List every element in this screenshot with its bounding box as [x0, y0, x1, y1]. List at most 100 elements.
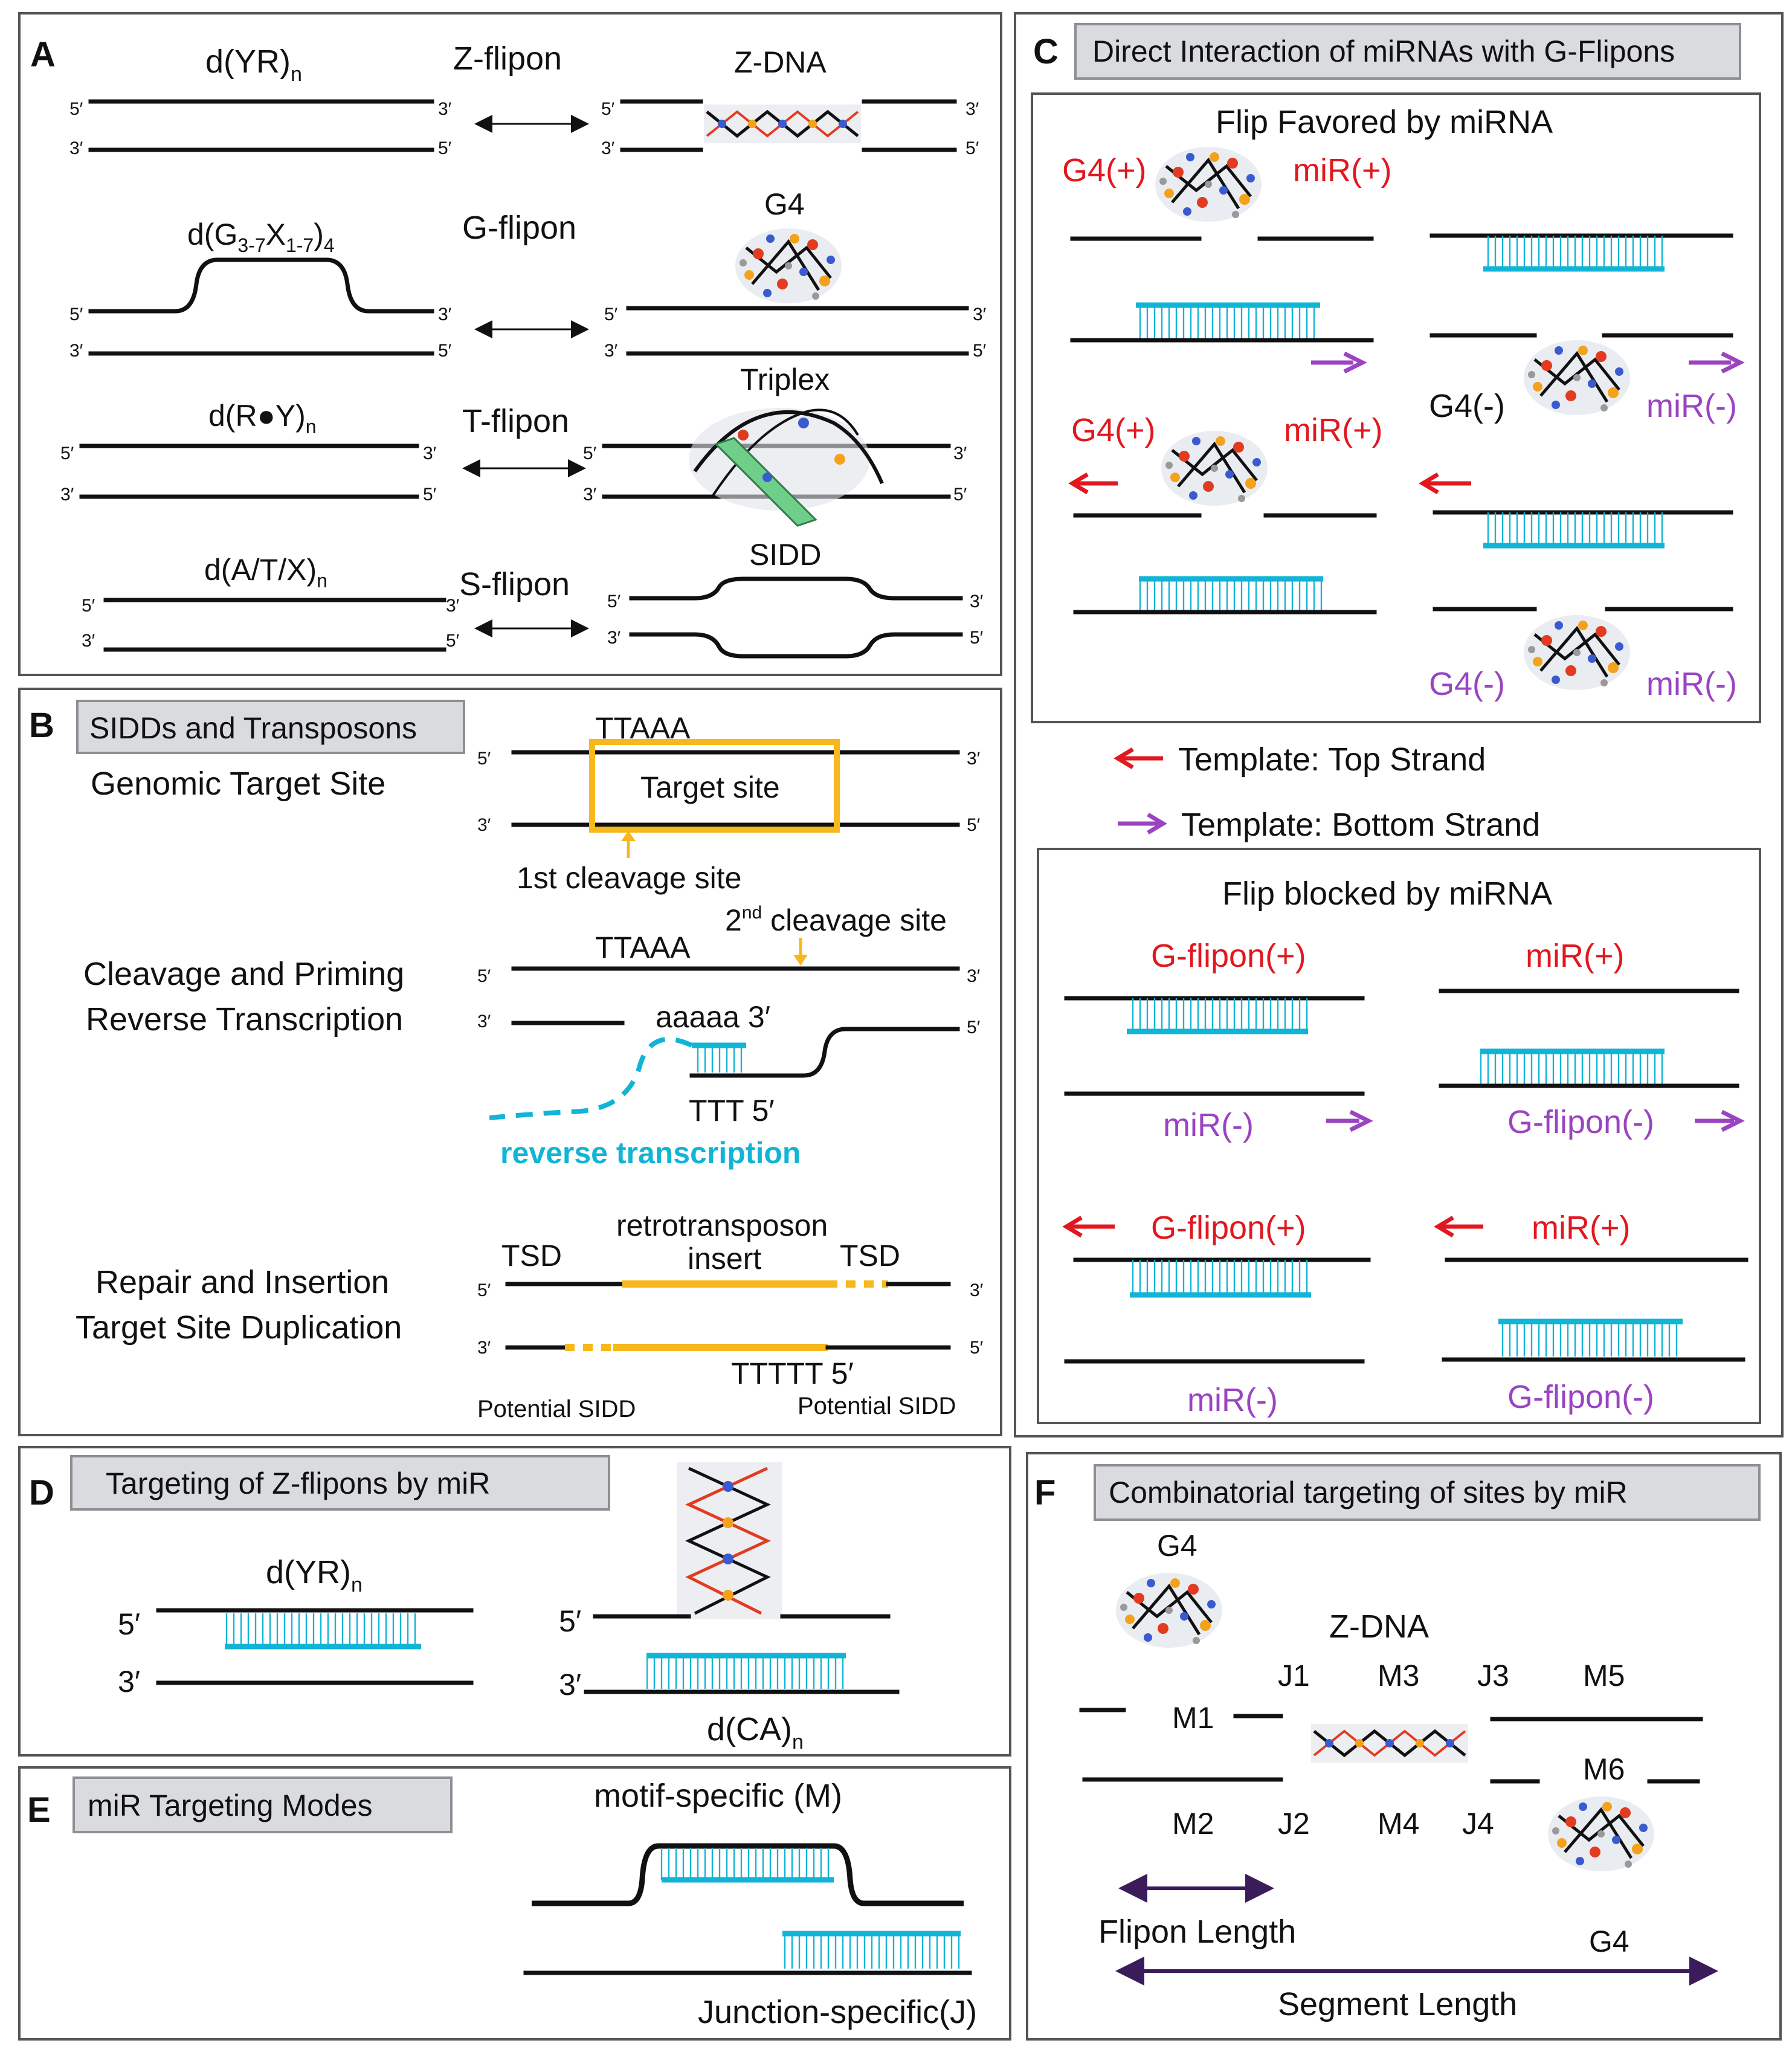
svg-text:3′: 3′ [423, 444, 437, 463]
svg-text:5′: 5′ [477, 1280, 491, 1300]
svg-text:Target site: Target site [640, 770, 780, 804]
blocked-box [1037, 848, 1761, 1424]
svg-text:M3: M3 [1378, 1659, 1419, 1692]
svg-text:miR(+): miR(+) [1284, 412, 1382, 448]
flipon-name: S-flipon [459, 566, 570, 602]
structure-name: SIDD [749, 538, 821, 572]
svg-text:3′: 3′ [438, 99, 452, 119]
row-s: d(A/T/X)n 5′ 3′ 3′ 5′ S-flipon SIDD 5′ 3… [82, 538, 984, 659]
svg-text:G-flipon(-): G-flipon(-) [1507, 1104, 1654, 1140]
row-g: d(G3-7X1-7)4 5′ 3′ 3′ 5′ G-flipon G4 5′ … [69, 187, 987, 361]
structure-name: Z-DNA [734, 45, 827, 79]
panel-title: Direct Interaction of miRNAs with G-Flip… [1092, 34, 1675, 68]
svg-text:5′: 5′ [965, 138, 979, 158]
svg-text:3′: 3′ [604, 341, 618, 361]
svg-text:Potential SIDD: Potential SIDD [798, 1393, 956, 1419]
svg-text:5′: 5′ [967, 815, 981, 835]
svg-text:d(YR)n: d(YR)n [266, 1554, 363, 1596]
svg-text:G-flipon(+): G-flipon(+) [1151, 938, 1306, 974]
svg-text:5′: 5′ [69, 99, 83, 119]
motif-label: d(A/T/X)n [204, 553, 327, 592]
target-site-box [589, 739, 840, 833]
step-label: Repair and Insertion [95, 1264, 389, 1300]
panel-c: C Direct Interaction of miRNAs with G-Fl… [1014, 12, 1784, 1438]
panel-e: E miR Targeting Modes motif-specific (M)… [18, 1766, 1011, 2041]
svg-text:M1: M1 [1172, 1701, 1214, 1735]
svg-text:miR(-): miR(-) [1646, 666, 1737, 702]
svg-text:Template: Bottom Strand: Template: Bottom Strand [1181, 807, 1540, 843]
svg-text:3′: 3′ [69, 138, 83, 158]
svg-text:M4: M4 [1378, 1807, 1419, 1841]
svg-text:J3: J3 [1477, 1659, 1509, 1692]
svg-text:3′: 3′ [607, 628, 621, 648]
panel-title: miR Targeting Modes [88, 1789, 373, 1822]
svg-text:miR(-): miR(-) [1646, 388, 1737, 424]
svg-text:5′: 5′ [559, 1604, 581, 1638]
svg-text:5′: 5′ [970, 628, 984, 648]
svg-text:3′: 3′ [82, 631, 95, 651]
svg-text:Template: Top Strand: Template: Top Strand [1178, 741, 1486, 778]
panel-f: F Combinatorial targeting of sites by mi… [1026, 1452, 1782, 2041]
svg-text:G4(-): G4(-) [1429, 388, 1505, 424]
svg-text:miR(-): miR(-) [1187, 1382, 1278, 1418]
flipon-name: G-flipon [462, 210, 576, 246]
motif-label: d(R●Y)n [208, 399, 317, 437]
svg-text:3′: 3′ [446, 596, 460, 616]
svg-text:retrotransposon: retrotransposon [616, 1208, 828, 1242]
svg-text:miR(+): miR(+) [1293, 152, 1391, 189]
svg-text:5′: 5′ [69, 305, 83, 324]
svg-text:miR(-): miR(-) [1163, 1107, 1254, 1143]
svg-text:5′: 5′ [967, 1018, 981, 1037]
svg-text:5′: 5′ [477, 966, 491, 986]
panel-letter: C [1033, 32, 1059, 71]
svg-text:3′: 3′ [965, 99, 979, 119]
svg-text:G-flipon(-): G-flipon(-) [1507, 1379, 1654, 1415]
svg-text:5′: 5′ [118, 1607, 140, 1641]
motif-label: d(YR)n [205, 44, 302, 86]
svg-text:TTT 5′: TTT 5′ [689, 1094, 775, 1128]
legend: Template: Top Strand Template: Bottom St… [1114, 741, 1540, 843]
svg-text:3′: 3′ [69, 341, 83, 361]
step-label: Genomic Target Site [91, 766, 385, 802]
svg-text:J4: J4 [1462, 1807, 1494, 1841]
panel-letter: B [29, 706, 54, 745]
svg-text:M2: M2 [1172, 1807, 1214, 1841]
svg-text:G4: G4 [1157, 1529, 1197, 1563]
svg-text:TTTTT 5′: TTTTT 5′ [731, 1357, 854, 1390]
flipon-name: T-flipon [462, 403, 569, 439]
panel-title: Combinatorial targeting of sites by miR [1109, 1476, 1628, 1509]
svg-text:5′: 5′ [60, 444, 74, 463]
svg-text:3′: 3′ [60, 485, 74, 505]
row-z: d(YR)n 5′ 3′ 3′ 5′ Z-flipon Z-DNA 5′ 3′ … [69, 40, 979, 158]
svg-text:3′: 3′ [967, 966, 981, 986]
svg-text:Junction-specific(J): Junction-specific(J) [698, 1994, 977, 2030]
step-label: Target Site Duplication [76, 1309, 402, 1346]
svg-text:5′: 5′ [601, 99, 615, 119]
panel-letter: E [27, 1790, 51, 1830]
motif-label: d(G3-7X1-7)4 [187, 218, 335, 256]
structure-name: Triplex [740, 363, 830, 396]
panel-title: Targeting of Z-flipons by miR [106, 1467, 490, 1500]
svg-text:3′: 3′ [973, 305, 987, 324]
svg-text:G4: G4 [1589, 1925, 1629, 1958]
svg-text:Flip blocked by miRNA: Flip blocked by miRNA [1222, 876, 1552, 912]
svg-text:3′: 3′ [438, 305, 452, 324]
svg-text:J1: J1 [1278, 1659, 1310, 1692]
svg-text:motif-specific (M): motif-specific (M) [594, 1778, 842, 1814]
svg-text:G4(-): G4(-) [1429, 666, 1505, 702]
svg-text:3′: 3′ [477, 1012, 491, 1031]
svg-text:3′: 3′ [953, 444, 967, 463]
svg-text:miR(+): miR(+) [1532, 1210, 1630, 1246]
svg-text:5′: 5′ [607, 592, 621, 611]
svg-text:G-flipon(+): G-flipon(+) [1151, 1210, 1306, 1246]
svg-text:miR(+): miR(+) [1526, 938, 1624, 974]
svg-text:Flipon Length: Flipon Length [1098, 1914, 1296, 1950]
svg-text:TTAAA: TTAAA [595, 931, 691, 964]
svg-text:5′: 5′ [953, 485, 967, 505]
svg-text:TSD: TSD [840, 1239, 900, 1273]
svg-text:3′: 3′ [601, 138, 615, 158]
step-label: Reverse Transcription [86, 1001, 403, 1037]
panel-d: D Targeting of Z-flipons by miR d(YR)n 5… [18, 1446, 1011, 1757]
panel-letter: A [30, 35, 56, 74]
svg-text:3′: 3′ [118, 1665, 140, 1699]
